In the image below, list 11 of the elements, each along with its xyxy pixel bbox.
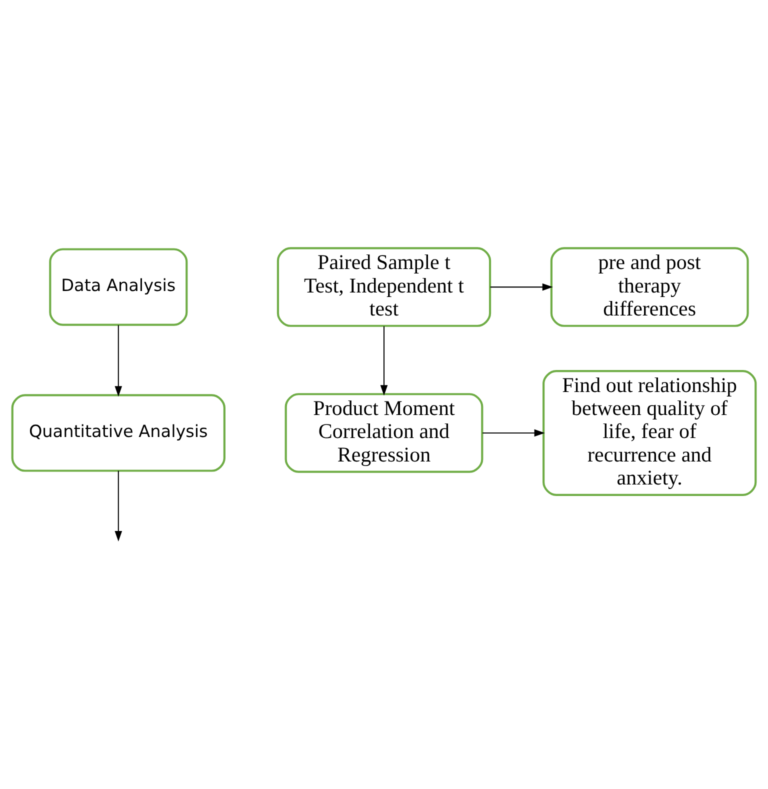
arrow <box>490 283 553 291</box>
arrow <box>114 470 122 542</box>
node-box: Quantitative Analysis <box>11 394 226 472</box>
arrow <box>482 429 545 437</box>
arrow <box>380 326 388 396</box>
arrow <box>114 325 122 397</box>
node-box: Paired Sample t Test, Independent t test <box>276 247 492 327</box>
node-box: Product Moment Correlation and Regression <box>284 393 484 473</box>
node-box: Data Analysis <box>49 248 188 326</box>
node-box: Find out relationship between quality of life, fear of recurrence and anxiety. <box>542 370 757 496</box>
node-box: pre and post therapy differences <box>550 247 749 327</box>
